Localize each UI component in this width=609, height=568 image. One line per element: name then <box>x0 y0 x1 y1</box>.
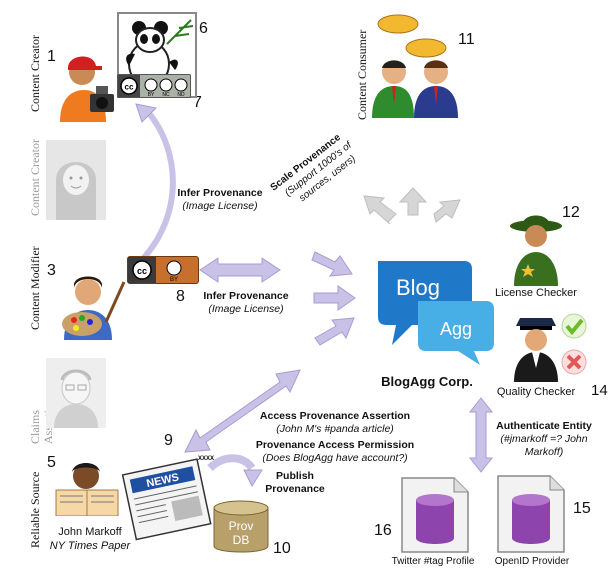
number-1: 1 <box>47 48 56 65</box>
access-permission-subtitle: (Does BlogAgg have account?) <box>262 452 408 464</box>
openid-provider-label: OpenID Provider <box>494 556 570 567</box>
publish-arrow <box>207 454 256 472</box>
newspaper-reader-icon <box>55 463 119 516</box>
faded-man-icon <box>46 358 106 428</box>
arrow-into-blogagg-2 <box>313 285 356 311</box>
number-15: 15 <box>573 500 591 517</box>
number-5: 5 <box>47 454 56 471</box>
infer-provenance-1-title: Infer Provenance <box>177 187 263 199</box>
quality-checker-label: Quality Checker <box>496 386 576 398</box>
label-content-consumer: Content Consumer <box>355 29 369 120</box>
infer-provenance-1-subtitle: (Image License) <box>182 200 258 212</box>
sheriff-icon <box>510 215 562 286</box>
curved-arrow-modifier-to-creator <box>137 110 176 265</box>
curved-arrowhead <box>135 103 158 123</box>
number-10: 10 <box>273 540 291 557</box>
svg-text:Agg: Agg <box>440 319 472 339</box>
publish-line1: Publish <box>276 470 314 482</box>
svg-text:XXXX: XXXX <box>198 456 214 462</box>
publish-line2: Provenance <box>265 483 325 495</box>
gray-arrow-out-left <box>363 195 397 225</box>
john-markoff-name: John Markoff <box>58 526 122 538</box>
ny-times-label: NY Times Paper <box>49 540 131 552</box>
checkmark-icon <box>561 313 587 339</box>
cross-icon <box>561 349 587 375</box>
number-6: 6 <box>199 20 208 37</box>
cc-license-badge-small: cc BY NC ND <box>117 74 191 98</box>
authenticate-line2: Markoff) <box>524 446 564 458</box>
number-11: 11 <box>458 31 475 48</box>
number-14: 14 <box>591 382 608 399</box>
access-permission-title: Provenance Access Permission <box>255 439 415 451</box>
blogagg-logo-icon: Blog Agg <box>378 261 494 365</box>
number-16: 16 <box>374 522 392 539</box>
svg-text:DB: DB <box>233 533 250 547</box>
infer-provenance-2-subtitle: (Image License) <box>208 303 284 315</box>
svg-text:cc: cc <box>137 266 147 276</box>
newspaper-icon: NEWS XXXX <box>121 456 214 541</box>
access-assertion-title: Access Provenance Assertion <box>259 410 411 422</box>
double-arrow-license-to-blogagg <box>199 257 281 283</box>
authenticate-line1: (#jmarkoff =? John <box>500 433 588 445</box>
twitter-profile-label: Twitter #tag Profile <box>391 556 475 567</box>
prov-db-cylinder-icon: Prov DB <box>213 500 269 553</box>
svg-text:cc: cc <box>125 83 134 92</box>
faded-woman-icon <box>46 140 106 220</box>
label-content-creator-2: Content Creator <box>28 139 42 216</box>
consumers-talking-icon <box>372 14 458 118</box>
svg-text:BY: BY <box>148 92 155 97</box>
svg-text:Blog: Blog <box>396 275 440 300</box>
vertical-double-arrow-auth <box>468 397 494 473</box>
number-3: 3 <box>47 262 56 279</box>
gray-arrow-out-up <box>398 187 428 216</box>
diagonal-double-arrow <box>184 369 301 453</box>
gray-arrow-out-right <box>433 199 461 223</box>
number-8: 8 <box>176 288 185 305</box>
arrow-into-blogagg-3 <box>314 317 355 346</box>
svg-text:BY: BY <box>170 277 178 283</box>
number-12: 12 <box>562 204 580 221</box>
painter-icon <box>62 276 126 340</box>
authenticate-title: Authenticate Entity <box>496 420 592 432</box>
svg-text:Prov: Prov <box>229 519 254 533</box>
svg-text:ND: ND <box>177 92 185 97</box>
blogagg-corp-label: BlogAgg Corp. <box>381 374 473 389</box>
twitter-profile-db-icon <box>401 477 469 553</box>
license-checker-label: License Checker <box>495 287 577 299</box>
svg-text:NC: NC <box>162 92 170 97</box>
cc-by-badge: cc BY <box>127 256 199 284</box>
label-content-modifier: Content Modifier <box>28 246 42 330</box>
number-7: 7 <box>193 94 202 111</box>
label-content-creator-1: Content Creator <box>28 35 42 112</box>
infer-provenance-2-title: Infer Provenance <box>203 290 289 302</box>
openid-provider-db-icon <box>497 475 565 553</box>
number-9: 9 <box>164 432 173 449</box>
inspector-icon <box>514 318 558 382</box>
camera-person-icon <box>60 56 114 122</box>
access-assertion-subtitle: (John M's #panda article) <box>276 423 394 435</box>
arrow-into-blogagg-1 <box>311 251 353 277</box>
